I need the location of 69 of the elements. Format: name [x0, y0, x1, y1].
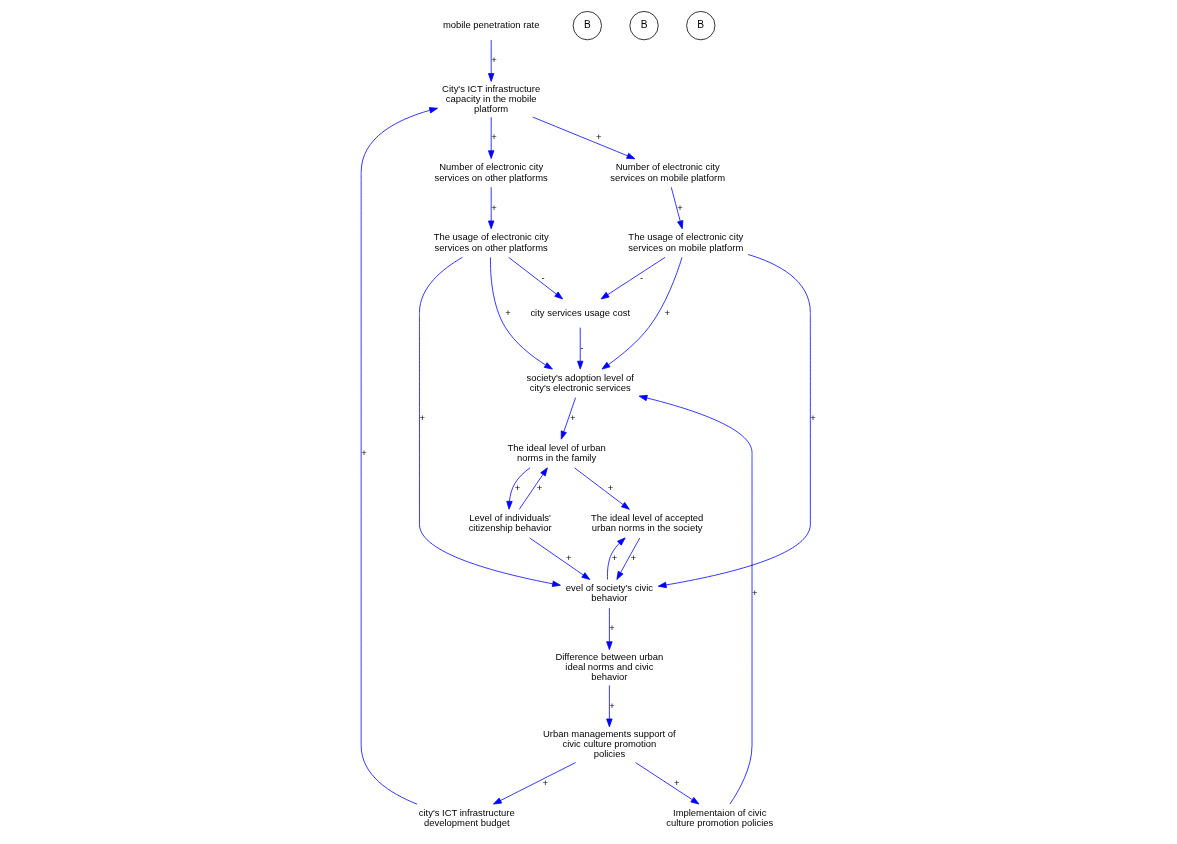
edge-label: + — [569, 411, 576, 423]
edge-label: - — [541, 271, 545, 283]
node-text: Implementaion of civic culture promotion policies — [666, 806, 774, 828]
node-text: Difference between urban ideal norms and civic behavior — [555, 650, 664, 683]
arrow — [488, 39, 495, 82]
arrow — [532, 116, 636, 160]
edge-label: + — [630, 552, 637, 564]
arrow — [638, 394, 753, 805]
edge-label: + — [491, 54, 497, 66]
arrow — [606, 607, 613, 650]
edge-label: + — [542, 776, 548, 788]
arrow — [419, 256, 561, 587]
edge-label: + — [674, 776, 680, 788]
arrow — [488, 116, 495, 159]
node-text: The ideal level of urban norms in the family — [507, 441, 606, 464]
label: B — [697, 19, 705, 31]
edge-label: + — [752, 587, 758, 599]
edge-label: - — [580, 341, 584, 353]
arrow — [493, 762, 576, 805]
arrow — [529, 537, 591, 580]
label: B — [640, 19, 648, 31]
node-text: The usage of electronic city services on mobile platform — [628, 231, 744, 253]
edge-label: + — [536, 482, 543, 494]
node-text: city services usage cost — [530, 306, 631, 318]
arrow — [601, 257, 683, 370]
node-text: Number of electronic city services on mobile platform — [610, 161, 726, 183]
node-text: Level of individuals' citizenship behavior — [468, 511, 552, 534]
edge-label: + — [419, 411, 425, 423]
arrow — [506, 467, 531, 510]
edge-label: + — [566, 552, 572, 564]
edge-label: + — [664, 306, 671, 318]
arrow — [577, 327, 584, 370]
edge-label: + — [609, 622, 615, 634]
node-text: mobile penetration rate — [442, 19, 540, 31]
arrow — [657, 254, 811, 589]
edge-label: + — [595, 131, 602, 143]
arrow — [606, 685, 613, 728]
arrow — [508, 257, 564, 300]
edge-label: + — [491, 201, 497, 213]
edge-label: + — [609, 699, 615, 711]
edge-label: + — [810, 411, 816, 423]
arrow — [488, 186, 495, 230]
edge-label: + — [361, 446, 367, 458]
arrow — [607, 537, 626, 580]
edge-label: - — [640, 271, 644, 283]
node-text: The usage of electronic city services on other platforms — [433, 231, 549, 253]
edge-label: + — [505, 306, 511, 318]
node-text: city's ICT infrastructure development budget — [418, 806, 515, 828]
arrow — [616, 537, 641, 580]
arrow — [670, 186, 684, 230]
arrow — [518, 467, 548, 510]
node-text: evel of society's civic behavior — [565, 582, 654, 604]
edge-label: + — [677, 201, 683, 213]
edge-label: + — [607, 482, 614, 494]
arrow — [360, 107, 438, 805]
edge-label: + — [611, 552, 618, 564]
edge-label: + — [514, 482, 521, 494]
node-text: City's ICT infrastructure capacity in the mobile platform — [442, 82, 541, 114]
node-text: The ideal level of accepted urban norms in the society — [591, 511, 704, 534]
arrow — [490, 257, 553, 370]
edge-label: + — [491, 131, 497, 143]
arrow — [574, 467, 630, 510]
arrow — [635, 762, 700, 805]
node-text: society's adoption level of city's electronic services — [526, 371, 634, 393]
label: B — [583, 19, 591, 31]
node-text: Number of electronic city services on other platforms — [434, 161, 548, 183]
arrow — [560, 397, 576, 440]
arrow — [600, 257, 666, 300]
node-text: Urban managements support of civic culture promotion policies — [543, 727, 676, 760]
